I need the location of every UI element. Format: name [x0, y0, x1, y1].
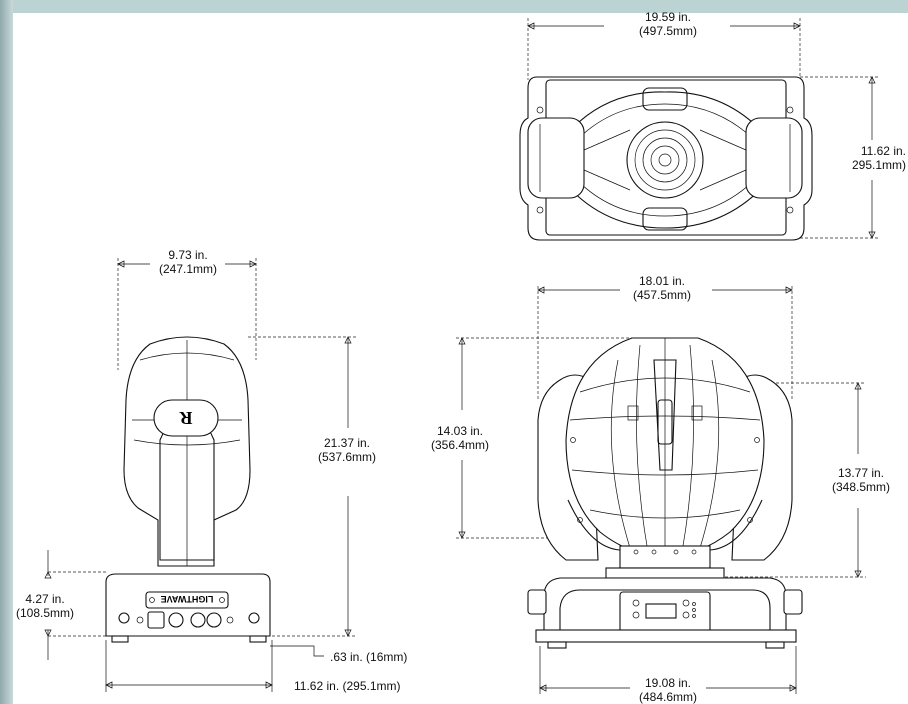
- front-head-height-mm: (356.4mm): [430, 438, 489, 452]
- side-base-height-dimension: 4.27 in. (108.5mm): [2, 592, 88, 620]
- side-base-width-value: 11.62 in. (295.1mm): [294, 679, 401, 693]
- top-depth-dimension: 11.62 in. 295.1mm): [832, 144, 906, 172]
- front-yoke-width-mm: (457.5mm): [632, 288, 691, 302]
- top-view: [519, 18, 880, 241]
- front-yoke-width-dimension: 18.01 in. (457.5mm): [612, 274, 712, 302]
- side-head-mark: R: [179, 408, 193, 428]
- top-width-inches: 19.59 in.: [644, 10, 692, 24]
- top-width-dimension: 19.59 in. (497.5mm): [618, 10, 718, 38]
- side-view: R LIGHTWAVE: [44, 258, 356, 692]
- front-yoke-width-inches: 18.01 in.: [638, 274, 686, 288]
- side-badge-logo: LIGHTWAVE: [161, 594, 214, 604]
- side-height-dimension: 21.37 in. (537.6mm): [300, 436, 394, 464]
- top-width-mm: (497.5mm): [638, 24, 697, 38]
- side-base-width-dimension: 11.62 in. (295.1mm): [294, 679, 401, 693]
- front-yoke-height-dimension: 13.77 in. (348.5mm): [816, 466, 906, 494]
- side-foot-dimension: .63 in. (16mm): [330, 650, 407, 664]
- side-head-width-inches: 9.73 in.: [168, 248, 208, 262]
- side-head-width-mm: (247.1mm): [158, 262, 217, 276]
- front-view: [456, 286, 866, 694]
- frame-top-border: [0, 0, 908, 13]
- side-height-inches: 21.37 in.: [323, 436, 371, 450]
- side-base-height-mm: (108.5mm): [15, 606, 74, 620]
- top-depth-inches: 11.62 in.: [860, 144, 906, 158]
- front-yoke-height-inches: 13.77 in.: [837, 466, 885, 480]
- front-yoke-height-mm: (348.5mm): [831, 480, 890, 494]
- front-base-width-mm: (484.6mm): [638, 690, 697, 704]
- side-height-mm: (537.6mm): [317, 450, 376, 464]
- side-foot-value: .63 in. (16mm): [330, 650, 408, 664]
- front-base-width-dimension: 19.08 in. (484.6mm): [618, 676, 718, 704]
- front-base-width-inches: 19.08 in.: [644, 676, 692, 690]
- front-head-height-dimension: 14.03 in. (356.4mm): [410, 424, 510, 452]
- side-base-height-inches: 4.27 in.: [25, 592, 65, 606]
- frame-left-border: [0, 0, 13, 704]
- front-head-height-inches: 14.03 in.: [436, 424, 484, 438]
- side-head-width-dimension: 9.73 in. (247.1mm): [138, 248, 238, 276]
- top-depth-mm: 295.1mm): [851, 158, 906, 172]
